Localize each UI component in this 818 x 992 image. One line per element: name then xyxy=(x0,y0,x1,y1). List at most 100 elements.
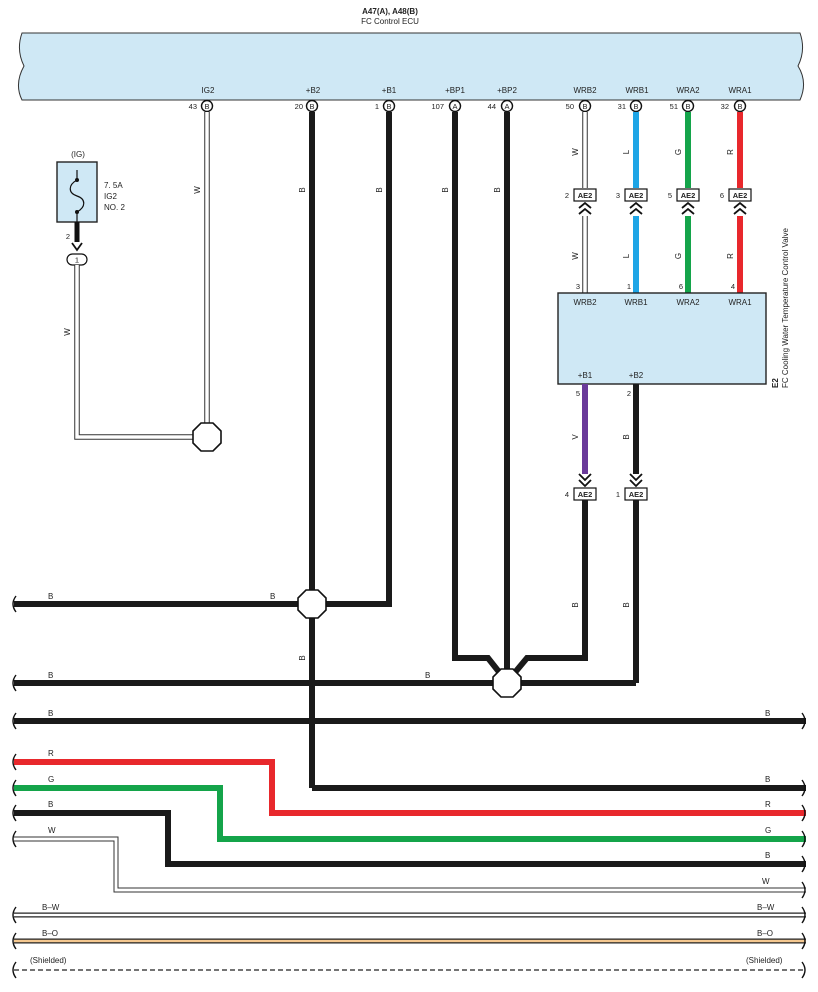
connector-box xyxy=(624,188,648,202)
fuse-relay-label: (IG) xyxy=(71,150,85,159)
ecu-terminal-bp1: +BP1 107 A xyxy=(431,86,465,113)
bus-line-4 xyxy=(14,785,806,842)
ecu-terminal-wra2: WRA2 51 B xyxy=(670,86,700,113)
bus-break-icon xyxy=(12,779,17,797)
valve-top-terminal-3: WRA2 xyxy=(676,298,700,307)
bus-6-left-label: W xyxy=(48,826,56,835)
terminal-name: WRB2 xyxy=(573,86,597,95)
terminal-circle xyxy=(578,99,592,113)
terminal-pin: 31 xyxy=(618,102,626,111)
connector-box xyxy=(676,188,700,202)
terminal-circle xyxy=(305,99,319,113)
junction-node-ig2 xyxy=(192,422,222,452)
valve-code: E2 xyxy=(771,378,780,388)
bus-b2-right-label: B xyxy=(765,775,770,784)
ae2-connector-top-1: AE2 2 xyxy=(565,188,597,215)
wire-code-b2: B xyxy=(298,187,307,192)
ecu-terminal-bp2: +BP2 44 A xyxy=(488,86,517,113)
bus-break-icon xyxy=(12,712,17,730)
connector-arrow-icon xyxy=(629,473,643,488)
bus-5-left-label: B xyxy=(48,800,53,809)
wire-code-b1: B xyxy=(375,187,384,192)
ae2-connector-top-3: AE2 5 xyxy=(668,188,700,215)
fuse-rating: 7. 5A xyxy=(104,181,123,190)
terminal-conn: B xyxy=(633,102,638,111)
wire-code-v-b2: B xyxy=(622,434,631,439)
terminal-conn: B xyxy=(204,102,209,111)
terminal-conn: B xyxy=(386,102,391,111)
terminal-name: +BP2 xyxy=(497,86,517,95)
valve-top-pin-2: 1 xyxy=(627,282,631,291)
wire-code-fuse: W xyxy=(63,328,72,336)
ecu-terminal-wra1: WRA1 32 B xyxy=(721,86,752,113)
fuse-contact-icon xyxy=(75,178,79,182)
wire-code-wrb2-lower: W xyxy=(571,252,580,260)
fuse-contact-icon xyxy=(75,210,79,214)
terminal-name: +B2 xyxy=(306,86,321,95)
fuse-icon xyxy=(69,170,85,222)
wire-code-wra1-lower: R xyxy=(726,253,735,259)
valve-bottom-pin-2: 2 xyxy=(627,389,631,398)
connector-arrow-icon xyxy=(681,201,695,215)
ecu-header-code: A47(A), A48(B) xyxy=(362,7,418,16)
bus-break-icon xyxy=(801,906,806,924)
ecu-terminal-wrb2: WRB2 50 B xyxy=(566,86,597,113)
valve-top-pin-1: 3 xyxy=(576,282,580,291)
terminal-pin: 32 xyxy=(721,102,729,111)
terminal-conn: B xyxy=(582,102,587,111)
ecu-terminal-b1: +B1 1 B xyxy=(375,86,397,113)
terminal-pin: 20 xyxy=(295,102,303,111)
terminal-circle xyxy=(733,99,747,113)
terminal-conn: B xyxy=(309,102,314,111)
fuse-connector-pin: 1 xyxy=(75,256,79,265)
terminal-conn: B xyxy=(685,102,690,111)
terminal-pin: 44 xyxy=(488,102,496,111)
connector-name: AE2 xyxy=(733,191,748,200)
valve-bottom-pin-1: 5 xyxy=(576,389,580,398)
wire-code-v-b1: V xyxy=(571,434,580,440)
fuse-name-line1: IG2 xyxy=(104,192,117,201)
terminal-conn: B xyxy=(737,102,742,111)
wire-code-wra2-lower: G xyxy=(674,253,683,259)
terminal-pin: 107 xyxy=(431,102,444,111)
valve-bottom-terminal-1: +B1 xyxy=(578,371,593,380)
bus-3-left-label: R xyxy=(48,749,54,758)
wire-fuse-ig2 xyxy=(75,265,196,439)
bus-break-icon xyxy=(12,595,17,613)
connector-pin: 3 xyxy=(616,191,620,200)
bus-2-left-label: B xyxy=(48,709,53,718)
terminal-pin: 50 xyxy=(566,102,574,111)
terminal-circle xyxy=(200,99,214,113)
terminal-name: WRB1 xyxy=(625,86,649,95)
connector-box xyxy=(573,188,597,202)
wire-code-ig2: W xyxy=(193,186,202,194)
connector-arrow-icon xyxy=(71,242,83,252)
bus-4-right-label: G xyxy=(765,826,771,835)
bus-0-left-label: B xyxy=(48,592,53,601)
wire-code-wra1: R xyxy=(726,149,735,155)
terminal-conn: A xyxy=(504,102,509,111)
ecu-terminal-ig2: IG2 43 B xyxy=(189,86,215,113)
bus-break-icon xyxy=(801,855,806,873)
connector-pin: 1 xyxy=(616,490,620,499)
connector-box xyxy=(728,188,752,202)
bus-9-right-label: (Shielded) xyxy=(746,956,783,965)
valve-top-pin-4: 4 xyxy=(731,282,735,291)
bus-6-right-label: W xyxy=(762,877,770,886)
terminal-name: IG2 xyxy=(202,86,215,95)
wire-code-b2-down: B xyxy=(298,655,307,660)
terminal-pin: 43 xyxy=(189,102,197,111)
terminal-name: +B1 xyxy=(382,86,397,95)
terminal-circle xyxy=(382,99,396,113)
bus-break-icon xyxy=(801,779,806,797)
valve-bottom-terminal-2: +B2 xyxy=(629,371,644,380)
bus-0-mid-label: B xyxy=(270,592,275,601)
bus-line-5 xyxy=(14,810,806,867)
bus-9-left-label: (Shielded) xyxy=(30,956,67,965)
connector-arrow-icon xyxy=(733,201,747,215)
bus-7-left-label: B–W xyxy=(42,903,60,912)
bus-break-icon xyxy=(12,961,17,979)
connector-name: AE2 xyxy=(578,490,593,499)
junction-node-bp xyxy=(492,668,522,698)
terminal-name: WRA2 xyxy=(676,86,700,95)
